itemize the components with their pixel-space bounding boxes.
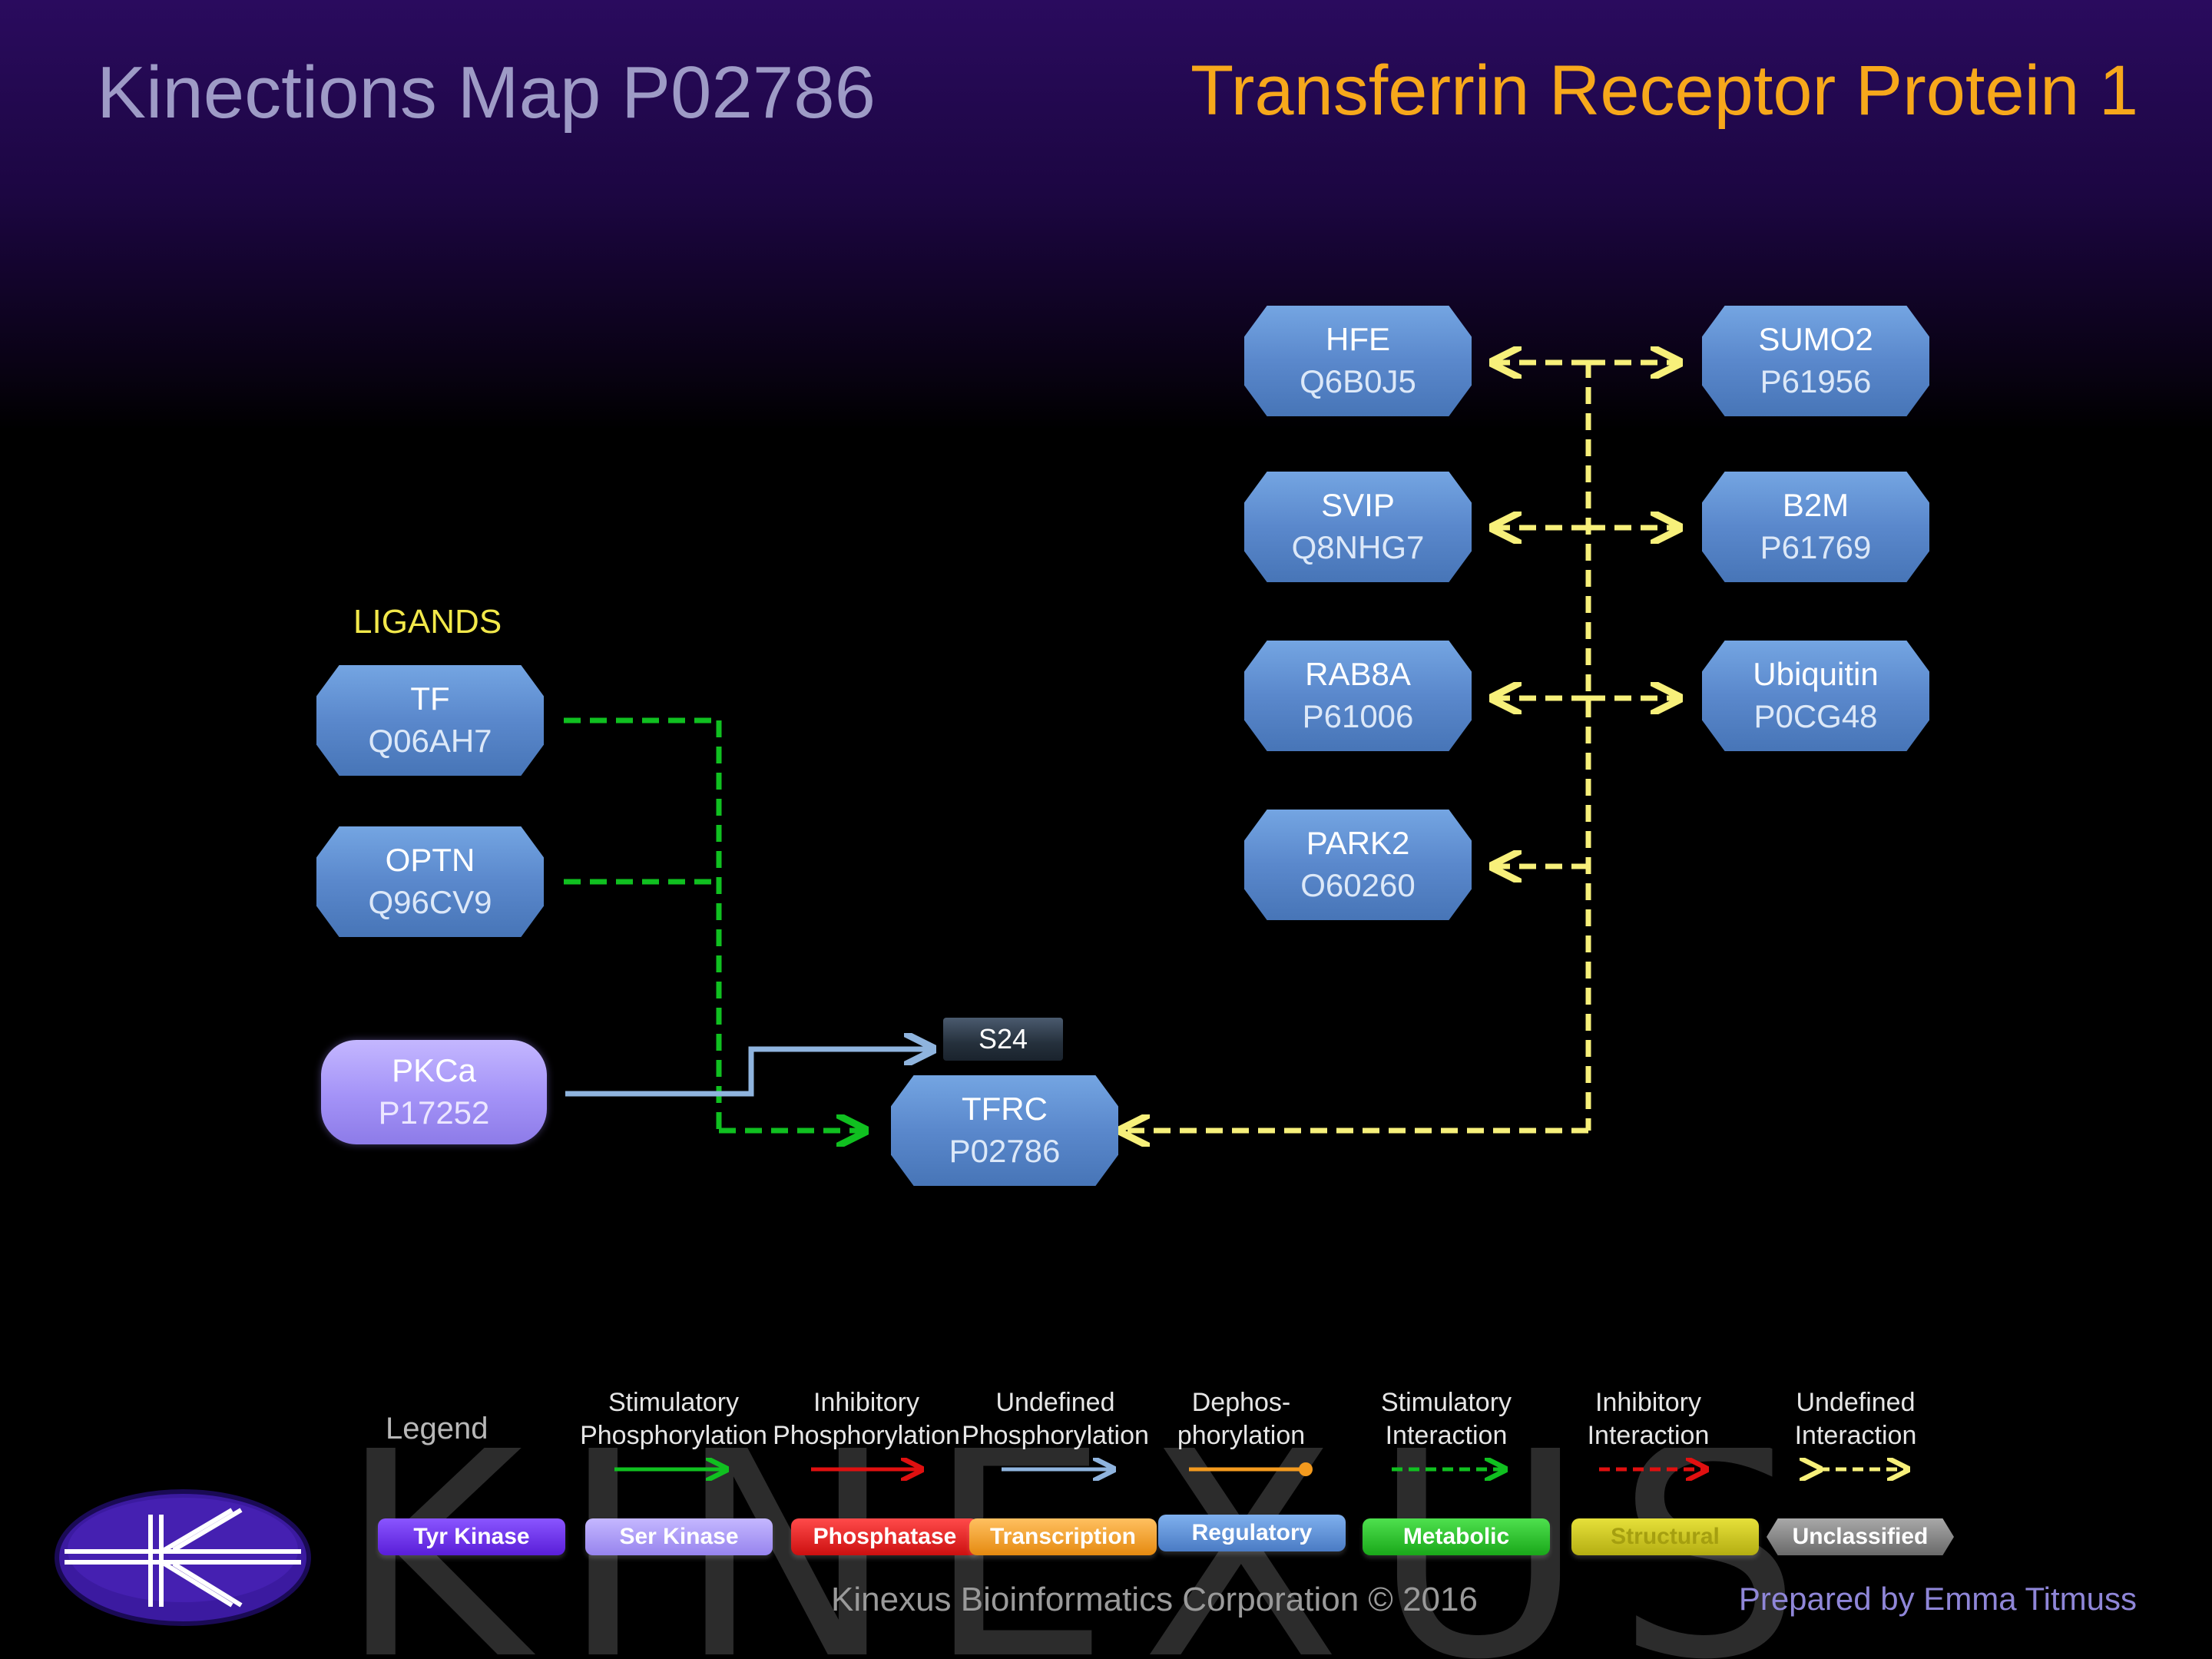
node-svip[interactable]: SVIP Q8NHG7 bbox=[1244, 472, 1472, 582]
node-hfe-accession: Q6B0J5 bbox=[1300, 363, 1416, 399]
legend-label-stimulatory-phosphorylation: Stimulatory Phosphorylation bbox=[580, 1388, 767, 1450]
protein-name-title: Transferrin Receptor Protein 1 bbox=[1190, 51, 2138, 130]
legend-category-metabolic: Metabolic bbox=[1363, 1518, 1550, 1555]
node-optn-name: OPTN bbox=[385, 842, 475, 879]
legend-label-undefined-interaction: Undefined Interaction bbox=[1794, 1388, 1917, 1450]
legend-arrows bbox=[614, 1462, 1906, 1476]
legend-category-tyr-kinase: Tyr Kinase bbox=[378, 1518, 565, 1555]
node-svip-accession: Q8NHG7 bbox=[1291, 529, 1425, 565]
node-tf-name: TF bbox=[410, 680, 450, 717]
node-b2m-accession: P61769 bbox=[1760, 529, 1872, 565]
node-tf[interactable]: TF Q06AH7 bbox=[316, 665, 544, 776]
legend-label-dephosphorylation: Dephos- phorylation bbox=[1177, 1388, 1306, 1450]
prepared-by-text: Prepared by Emma Titmuss bbox=[1738, 1581, 2137, 1617]
node-ubiquitin[interactable]: Ubiquitin P0CG48 bbox=[1702, 641, 1929, 751]
node-hfe[interactable]: HFE Q6B0J5 bbox=[1244, 306, 1472, 416]
node-ubiquitin-name: Ubiquitin bbox=[1753, 656, 1879, 693]
legend-label-inhibitory-interaction: Inhibitory Interaction bbox=[1587, 1388, 1710, 1450]
node-tfrc[interactable]: TFRC P02786 bbox=[891, 1075, 1118, 1186]
legend-category-transcription: Transcription bbox=[969, 1518, 1157, 1555]
stimulatory-interaction-edges bbox=[564, 717, 863, 1131]
kinexus-logo bbox=[55, 1489, 311, 1626]
undefined-interaction-edges bbox=[1123, 361, 1677, 1131]
node-rab8a-accession: P61006 bbox=[1302, 698, 1414, 734]
node-optn[interactable]: OPTN Q96CV9 bbox=[316, 826, 544, 937]
node-pkca-accession: P17252 bbox=[378, 1094, 490, 1131]
map-title: Kinections Map P02786 bbox=[97, 51, 876, 134]
node-park2-name: PARK2 bbox=[1306, 825, 1410, 862]
legend-category-unclassified: Unclassified bbox=[1767, 1518, 1954, 1555]
node-optn-accession: Q96CV9 bbox=[368, 884, 492, 920]
node-ubiquitin-accession: P0CG48 bbox=[1753, 698, 1878, 734]
legend-category-phosphatase: Phosphatase bbox=[791, 1518, 979, 1555]
legend-category-ser-kinase: Ser Kinase bbox=[585, 1518, 773, 1555]
ligands-heading: LIGANDS bbox=[353, 603, 502, 641]
node-park2-accession: O60260 bbox=[1300, 867, 1416, 903]
legend-title: Legend bbox=[386, 1412, 488, 1445]
node-rab8a[interactable]: RAB8A P61006 bbox=[1244, 641, 1472, 751]
legend-category-regulatory: Regulatory bbox=[1158, 1515, 1346, 1551]
phosphosite-s24[interactable]: S24 bbox=[943, 1018, 1063, 1061]
node-hfe-name: HFE bbox=[1326, 321, 1390, 358]
node-park2[interactable]: PARK2 O60260 bbox=[1244, 810, 1472, 920]
node-tf-accession: Q06AH7 bbox=[368, 723, 492, 759]
legend-label-undefined-phosphorylation: Undefined Phosphorylation bbox=[962, 1388, 1149, 1450]
node-sumo2[interactable]: SUMO2 P61956 bbox=[1702, 306, 1929, 416]
node-tfrc-accession: P02786 bbox=[949, 1133, 1061, 1169]
node-tfrc-name: TFRC bbox=[962, 1091, 1048, 1128]
node-pkca-name: PKCa bbox=[392, 1052, 476, 1089]
legend-dephosphorylation-ball bbox=[1299, 1462, 1313, 1476]
node-svip-name: SVIP bbox=[1321, 487, 1395, 524]
node-b2m-name: B2M bbox=[1782, 487, 1849, 524]
node-sumo2-accession: P61956 bbox=[1760, 363, 1872, 399]
node-pkca[interactable]: PKCa P17252 bbox=[321, 1040, 547, 1144]
edge-pkca-phosphorylation bbox=[565, 1049, 931, 1097]
copyright-text: Kinexus Bioinformatics Corporation © 201… bbox=[831, 1581, 1478, 1618]
node-b2m[interactable]: B2M P61769 bbox=[1702, 472, 1929, 582]
node-sumo2-name: SUMO2 bbox=[1758, 321, 1873, 358]
legend-category-structural: Structural bbox=[1571, 1518, 1759, 1555]
node-rab8a-name: RAB8A bbox=[1305, 656, 1411, 693]
legend-label-inhibitory-phosphorylation: Inhibitory Phosphorylation bbox=[773, 1388, 960, 1450]
legend-label-stimulatory-interaction: Stimulatory Interaction bbox=[1380, 1388, 1512, 1450]
